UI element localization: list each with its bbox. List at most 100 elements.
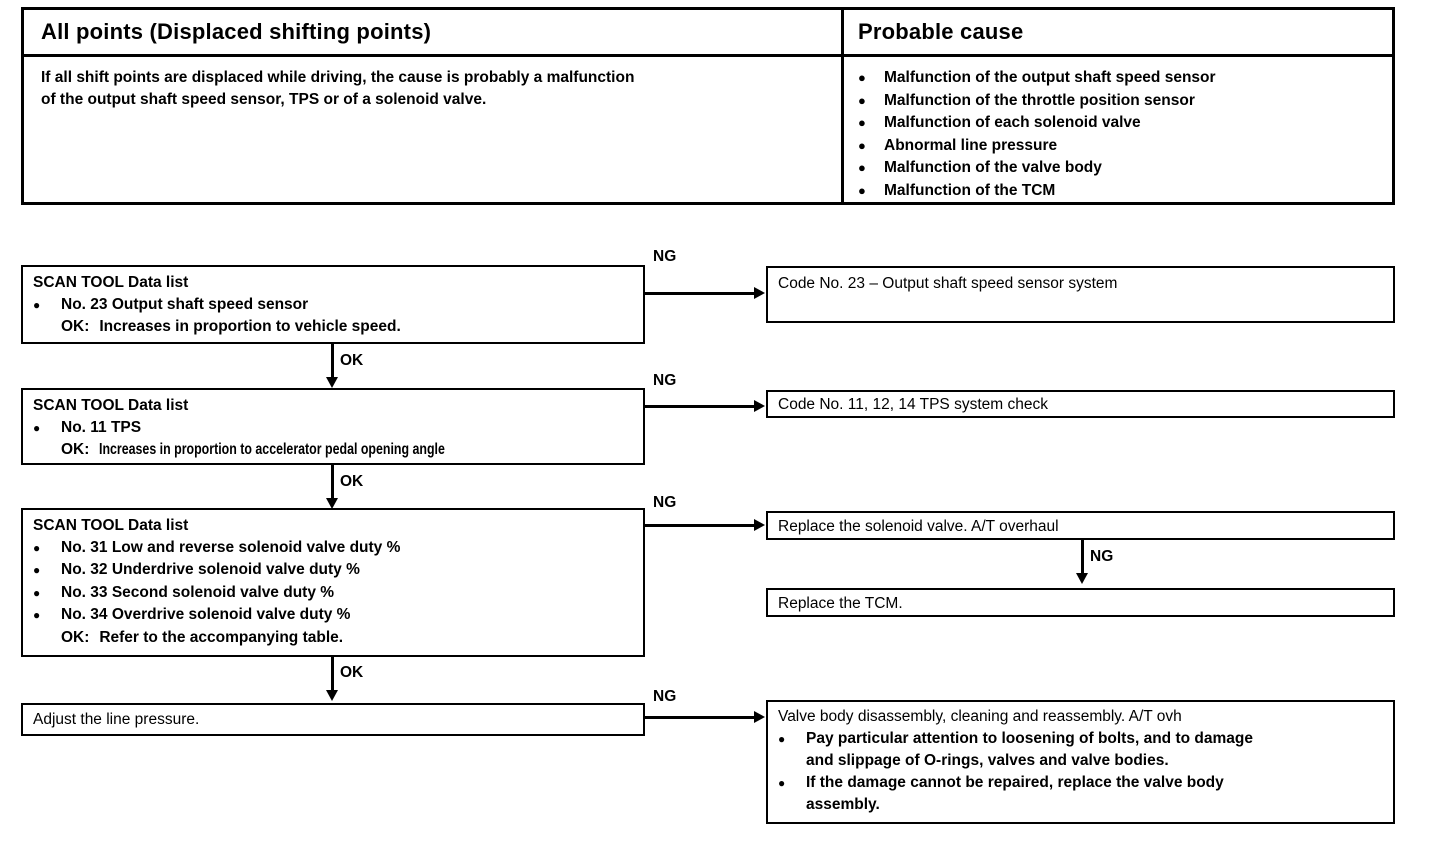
- symptom-line-2: of the output shaft speed sensor, TPS or…: [41, 91, 487, 108]
- symptom-description-cell: If all shift points are displaced while …: [41, 67, 821, 111]
- step2-ok-line: OK: Increases in proportion to accelerat…: [33, 439, 643, 461]
- symptom-line-1: If all shift points are displaced while …: [41, 69, 635, 86]
- bullet-icon: ●: [33, 420, 41, 435]
- body-column-divider: [841, 57, 844, 202]
- result-4-replace-tcm-box: Replace the TCM.: [766, 588, 1395, 617]
- ng-edge-2-arrowhead: [754, 400, 765, 412]
- symptom-cause-table: All points (Displaced shifting points) P…: [21, 7, 1395, 205]
- result-5-valve-body-box: Valve body disassembly, cleaning and rea…: [766, 700, 1395, 824]
- result-1-text: Code No. 23 – Output shaft speed sensor …: [778, 275, 1118, 292]
- bullet-icon: ●: [858, 92, 866, 108]
- probable-cause-list: ● Malfunction of the output shaft speed …: [858, 67, 1378, 203]
- result-2-text: Code No. 11, 12, 14 TPS system check: [778, 396, 1048, 413]
- result-3-text: Replace the solenoid valve. A/T overhaul: [778, 518, 1059, 535]
- cause-text: Malfunction of each solenoid valve: [884, 114, 1141, 132]
- bullet-icon: ●: [858, 115, 866, 131]
- ok-edge-2-label: OK: [340, 473, 364, 490]
- step1-item-text: No. 23 Output shaft speed sensor: [61, 295, 309, 313]
- bullet-icon: ●: [858, 182, 866, 198]
- step1-ok-label: OK:: [61, 318, 90, 335]
- flow-step-4-adjust-line-pressure-box: Adjust the line pressure.: [21, 703, 645, 736]
- result-4-text: Replace the TCM.: [778, 595, 903, 612]
- list-item: ● Malfunction of the TCM: [858, 180, 1378, 203]
- ng-edge-1-label: NG: [653, 248, 677, 265]
- bullet-icon: ●: [33, 563, 41, 577]
- list-item: ● Malfunction of each solenoid valve: [858, 112, 1378, 135]
- list-item: ● Abnormal line pressure: [858, 135, 1378, 158]
- step2-item: ● No. 11 TPS: [33, 417, 643, 440]
- step2-title: SCAN TOOL Data list: [33, 397, 189, 414]
- ok-edge-2-arrowhead: [326, 498, 338, 509]
- step3-item: ● No. 33 Second solenoid valve duty %: [33, 582, 643, 605]
- cause-text: Malfunction of the throttle position sen…: [884, 91, 1195, 109]
- result-2-tps-check-box: Code No. 11, 12, 14 TPS system check: [766, 390, 1395, 418]
- step3-title: SCAN TOOL Data list: [33, 517, 189, 534]
- step3-item-text: No. 31 Low and reverse solenoid valve du…: [61, 538, 401, 556]
- ok-edge-3-line: [331, 657, 334, 693]
- step3-item: ● No. 32 Underdrive solenoid valve duty …: [33, 559, 643, 582]
- step3-ok-text: Refer to the accompanying table.: [99, 628, 344, 646]
- ng-edge-4-line: [645, 716, 756, 719]
- ok-edge-2-line: [331, 465, 334, 502]
- result-5-item-cont: and slippage of O-rings, valves and valv…: [806, 752, 1169, 769]
- list-item: ● Malfunction of the output shaft speed …: [858, 67, 1378, 90]
- step2-ok-label: OK:: [61, 441, 90, 458]
- header-column-divider: [841, 10, 844, 54]
- bullet-icon: ●: [858, 137, 866, 153]
- ng-edge-3-label: NG: [653, 494, 677, 511]
- ok-edge-1-line: [331, 344, 334, 380]
- ng-edge-3-arrowhead: [754, 519, 765, 531]
- ng-edge-5-label: NG: [1090, 548, 1114, 565]
- step2-ok-text: Increases in proportion to accelerator p…: [99, 441, 446, 458]
- bullet-icon: ●: [858, 70, 866, 85]
- ng-edge-2-line: [645, 405, 756, 408]
- cause-text: Abnormal line pressure: [884, 136, 1058, 154]
- step2-item-text: No. 11 TPS: [61, 418, 142, 436]
- step1-ok-text: Increases in proportion to vehicle speed…: [99, 318, 401, 335]
- result-5-title: Valve body disassembly, cleaning and rea…: [778, 708, 1182, 725]
- flow-step-1-scan-tool-box: SCAN TOOL Data list ● No. 23 Output shaf…: [21, 265, 645, 344]
- step3-ok-label: OK:: [61, 628, 90, 646]
- cause-text: Malfunction of the output shaft speed se…: [884, 69, 1216, 86]
- bullet-icon: ●: [33, 297, 41, 312]
- result-5-item-text: If the damage cannot be repaired, replac…: [806, 773, 1224, 791]
- ng-edge-4-arrowhead: [754, 711, 765, 723]
- result-5-item-cont: assembly.: [806, 796, 880, 813]
- step3-item: ● No. 34 Overdrive solenoid valve duty %: [33, 604, 643, 627]
- step1-item: ● No. 23 Output shaft speed sensor: [33, 294, 643, 317]
- result-3-replace-solenoid-box: Replace the solenoid valve. A/T overhaul: [766, 511, 1395, 540]
- ok-edge-1-arrowhead: [326, 377, 338, 388]
- bullet-icon: ●: [778, 775, 786, 790]
- result-1-code-23-box: Code No. 23 – Output shaft speed sensor …: [766, 266, 1395, 323]
- ng-edge-1-arrowhead: [754, 287, 765, 299]
- step3-item: ● No. 31 Low and reverse solenoid valve …: [33, 537, 643, 560]
- step3-ok-line: OK: Refer to the accompanying table.: [33, 627, 643, 649]
- table-header-probable-cause: Probable cause: [858, 19, 1024, 44]
- ok-edge-3-label: OK: [340, 664, 364, 681]
- step3-item-text: No. 34 Overdrive solenoid valve duty %: [61, 606, 351, 623]
- table-header-all-points: All points (Displaced shifting points): [41, 19, 432, 44]
- step1-title: SCAN TOOL Data list: [33, 274, 189, 291]
- bullet-icon: ●: [33, 608, 41, 622]
- list-item: ● Malfunction of the throttle position s…: [858, 90, 1378, 113]
- bullet-icon: ●: [778, 731, 786, 746]
- cause-text: Malfunction of the TCM: [884, 181, 1056, 199]
- table-header-row: All points (Displaced shifting points) P…: [24, 10, 1392, 57]
- result-5-item-text: Pay particular attention to loosening of…: [806, 729, 1253, 747]
- ok-edge-3-arrowhead: [326, 690, 338, 701]
- step4-title: Adjust the line pressure.: [33, 711, 200, 728]
- ng-edge-5-line: [1081, 540, 1084, 576]
- step3-item-text: No. 32 Underdrive solenoid valve duty %: [61, 561, 360, 578]
- result-5-item: ● Pay particular attention to loosening …: [778, 728, 1393, 751]
- cause-text: Malfunction of the valve body: [884, 159, 1102, 177]
- flow-step-2-scan-tool-box: SCAN TOOL Data list ● No. 11 TPS OK: Inc…: [21, 388, 645, 465]
- table-body-row: If all shift points are displaced while …: [24, 57, 1392, 202]
- ng-edge-2-label: NG: [653, 372, 677, 389]
- list-item: ● Malfunction of the valve body: [858, 157, 1378, 180]
- bullet-icon: ●: [858, 160, 866, 176]
- bullet-icon: ●: [33, 540, 41, 555]
- ng-edge-5-arrowhead: [1076, 573, 1088, 584]
- bullet-icon: ●: [33, 585, 41, 600]
- ok-edge-1-label: OK: [340, 352, 364, 369]
